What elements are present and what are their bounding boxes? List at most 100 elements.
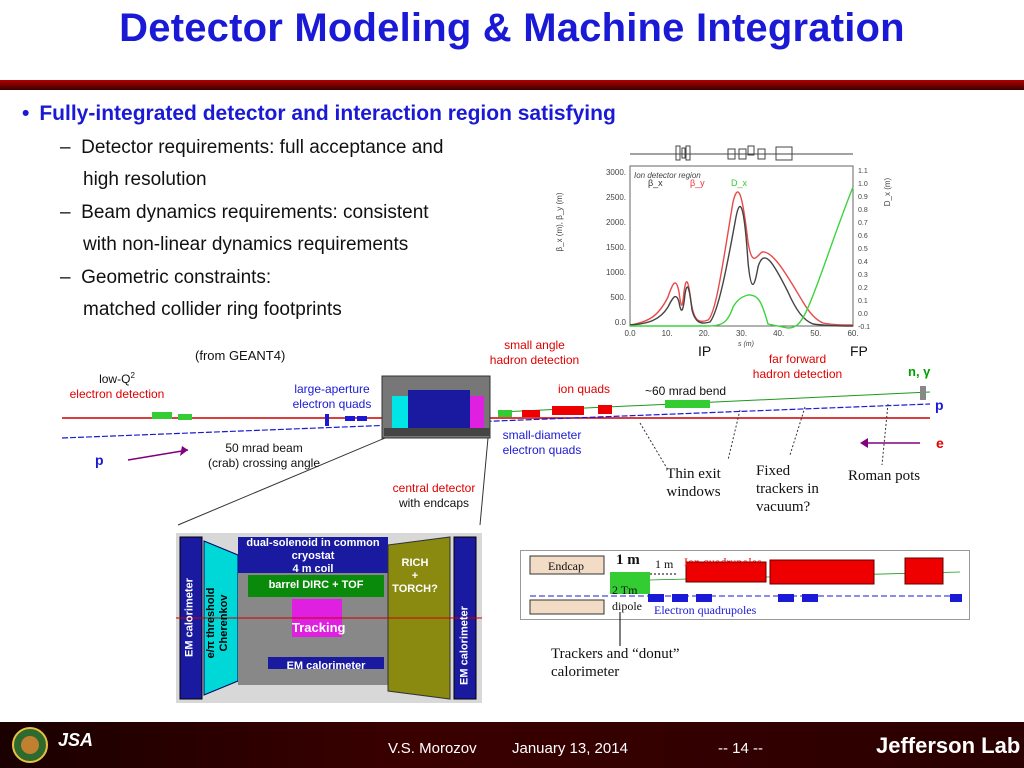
electron-quad-2 bbox=[345, 416, 355, 421]
zoom-line-right bbox=[479, 437, 489, 526]
legend-beta-x: β_x bbox=[648, 178, 663, 188]
y-right-ticks: 1.11.00.90.80.70.60.50.40.30.20.10.0-0.1 bbox=[858, 168, 870, 331]
page-title: Detector Modeling & Machine Integration bbox=[119, 6, 905, 50]
crossing-label: 50 mrad beam(crab) crossing angle bbox=[207, 441, 321, 470]
left-magnet-2 bbox=[178, 414, 192, 420]
two-tm-label: 2 Tm bbox=[612, 583, 638, 597]
sub-bullet-3: – Geometric constraints: bbox=[60, 267, 272, 288]
cd-cyan bbox=[392, 396, 410, 428]
beta-function-plot: Ion detector region β_x β_y D_x β_x (m),… bbox=[548, 142, 900, 350]
e-quad-4 bbox=[778, 594, 794, 602]
ion-quad-1 bbox=[522, 410, 540, 417]
zdc-block bbox=[920, 386, 926, 400]
e-arrow-head bbox=[860, 438, 868, 448]
em-bottom-label: EM calorimeter bbox=[286, 660, 366, 672]
ion-quadrupoles-label: Ion quadrupoles bbox=[684, 555, 762, 569]
endcap-inset bbox=[520, 550, 970, 620]
trackers-label: Trackers and “donut”calorimeter bbox=[551, 646, 680, 680]
electron-quad-1 bbox=[325, 414, 329, 426]
y-right-tick: 0.7 bbox=[858, 220, 868, 227]
ir-layout bbox=[61, 375, 931, 526]
cd-base bbox=[384, 428, 490, 436]
footer-author: V.S. Morozov bbox=[388, 740, 477, 757]
y-right-tick: 1.0 bbox=[858, 181, 868, 188]
sub-bullet-1: – Detector requirements: full acceptance… bbox=[60, 137, 444, 158]
dipole-label: dipole bbox=[612, 599, 642, 613]
main-bullet: •Fully-integrated detector and interacti… bbox=[22, 102, 616, 126]
y-left-tick: 1000. bbox=[606, 268, 626, 277]
y-right-tick: -0.1 bbox=[858, 324, 870, 331]
footer-date: January 13, 2014 bbox=[512, 740, 628, 757]
e-quad-5 bbox=[802, 594, 818, 602]
electron-quadrupoles-label: Electron quadrupoles bbox=[654, 603, 757, 617]
e-right-label: e bbox=[936, 435, 944, 451]
y-right-label: D_x (m) bbox=[883, 177, 892, 206]
e-quad-1 bbox=[648, 594, 664, 602]
e-quad-2 bbox=[672, 594, 688, 602]
beta-x-curve bbox=[629, 205, 854, 327]
y-right-tick: 0.4 bbox=[858, 259, 868, 266]
e-quad-6 bbox=[950, 594, 962, 602]
y-left-tick: 500. bbox=[610, 293, 626, 302]
x-tick: 50. bbox=[810, 329, 821, 338]
cryostat-top bbox=[238, 537, 388, 573]
x-tick: 20. bbox=[699, 329, 710, 338]
detector-cross-section bbox=[176, 533, 482, 703]
pointer-thin-exit bbox=[639, 422, 669, 471]
y-right-tick: 0.5 bbox=[858, 246, 868, 253]
x-tick: 40. bbox=[773, 329, 784, 338]
footer-bar bbox=[0, 722, 1024, 768]
x-tick: 30. bbox=[736, 329, 747, 338]
dipole-box bbox=[610, 572, 650, 594]
trackers-arrow bbox=[619, 612, 621, 646]
y-left-tick: 0.0 bbox=[615, 318, 627, 327]
title-divider bbox=[0, 80, 1024, 90]
roman-pots-label: Roman pots bbox=[848, 468, 921, 484]
y-right-tick: 0.3 bbox=[858, 272, 868, 279]
bend-dipole bbox=[665, 400, 710, 408]
seal-icon bbox=[12, 727, 48, 763]
dx-curve bbox=[630, 186, 854, 329]
one-m-label-b: 1 m bbox=[655, 557, 674, 571]
p-right-label: p bbox=[935, 397, 944, 413]
ion-quadrupole-2 bbox=[769, 559, 875, 585]
endcap-lower-box bbox=[529, 599, 605, 615]
n-gamma-label: n, γ bbox=[908, 364, 931, 379]
p-arrow-head bbox=[180, 446, 188, 456]
y-left-ticks: 3000.2500.2000.1500.1000.500.0.0 bbox=[606, 168, 627, 327]
endcap-label: Endcap bbox=[548, 559, 584, 573]
y-right-tick: 0.0 bbox=[858, 311, 868, 318]
p-arrow bbox=[127, 449, 189, 461]
footer-page: -- 14 -- bbox=[718, 740, 763, 757]
jsa-logo: JSA bbox=[58, 730, 94, 750]
pointer-fixed-2 bbox=[789, 406, 806, 456]
ion-quad-3 bbox=[598, 405, 612, 414]
ip-label: IP bbox=[698, 343, 712, 359]
plot-background bbox=[548, 142, 900, 350]
y-left-tick: 1500. bbox=[606, 243, 626, 252]
y-left-tick: 3000. bbox=[606, 168, 626, 177]
sub-bullet-3-cont: matched collider ring footprints bbox=[83, 299, 342, 320]
endcap-box bbox=[529, 555, 605, 575]
geant-label: (from GEANT4) bbox=[195, 348, 286, 363]
sub-bullet-2-cont: with non-linear dynamics requirements bbox=[83, 234, 409, 255]
cd-magenta bbox=[470, 396, 484, 428]
ion-quadrupole-1 bbox=[685, 561, 767, 583]
ion-quadrupole-3 bbox=[904, 557, 944, 585]
beta-y-curve bbox=[629, 191, 854, 326]
right-green-1 bbox=[498, 410, 512, 417]
em-left-label: EM calorimeter bbox=[183, 578, 196, 657]
jefferson-lab-logo: Jefferson Lab bbox=[876, 733, 1021, 758]
lattice-strip bbox=[630, 145, 853, 161]
y-left-tick: 2000. bbox=[606, 218, 626, 227]
y-right-tick: 0.6 bbox=[858, 233, 868, 240]
y-right-tick: 0.1 bbox=[858, 298, 868, 305]
